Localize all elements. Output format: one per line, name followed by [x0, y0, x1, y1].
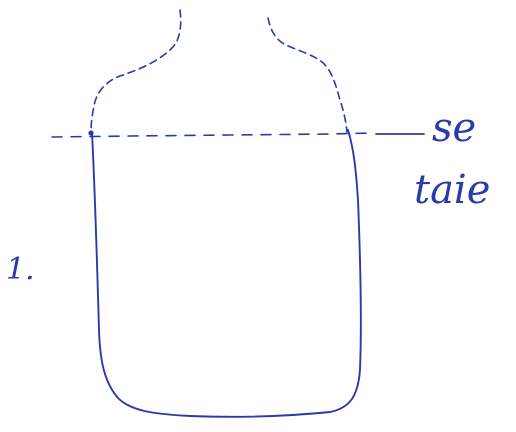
cut-label-line2: taie [414, 167, 490, 213]
step-number: 1. [6, 252, 35, 287]
bottle-body-outline [91, 129, 362, 418]
bottle-top-dashed-outline [90, 9, 182, 133]
cut-line [51, 132, 373, 138]
bottle-top-dashed-outline-right [267, 17, 348, 133]
cut-label-line1: se [432, 105, 476, 151]
